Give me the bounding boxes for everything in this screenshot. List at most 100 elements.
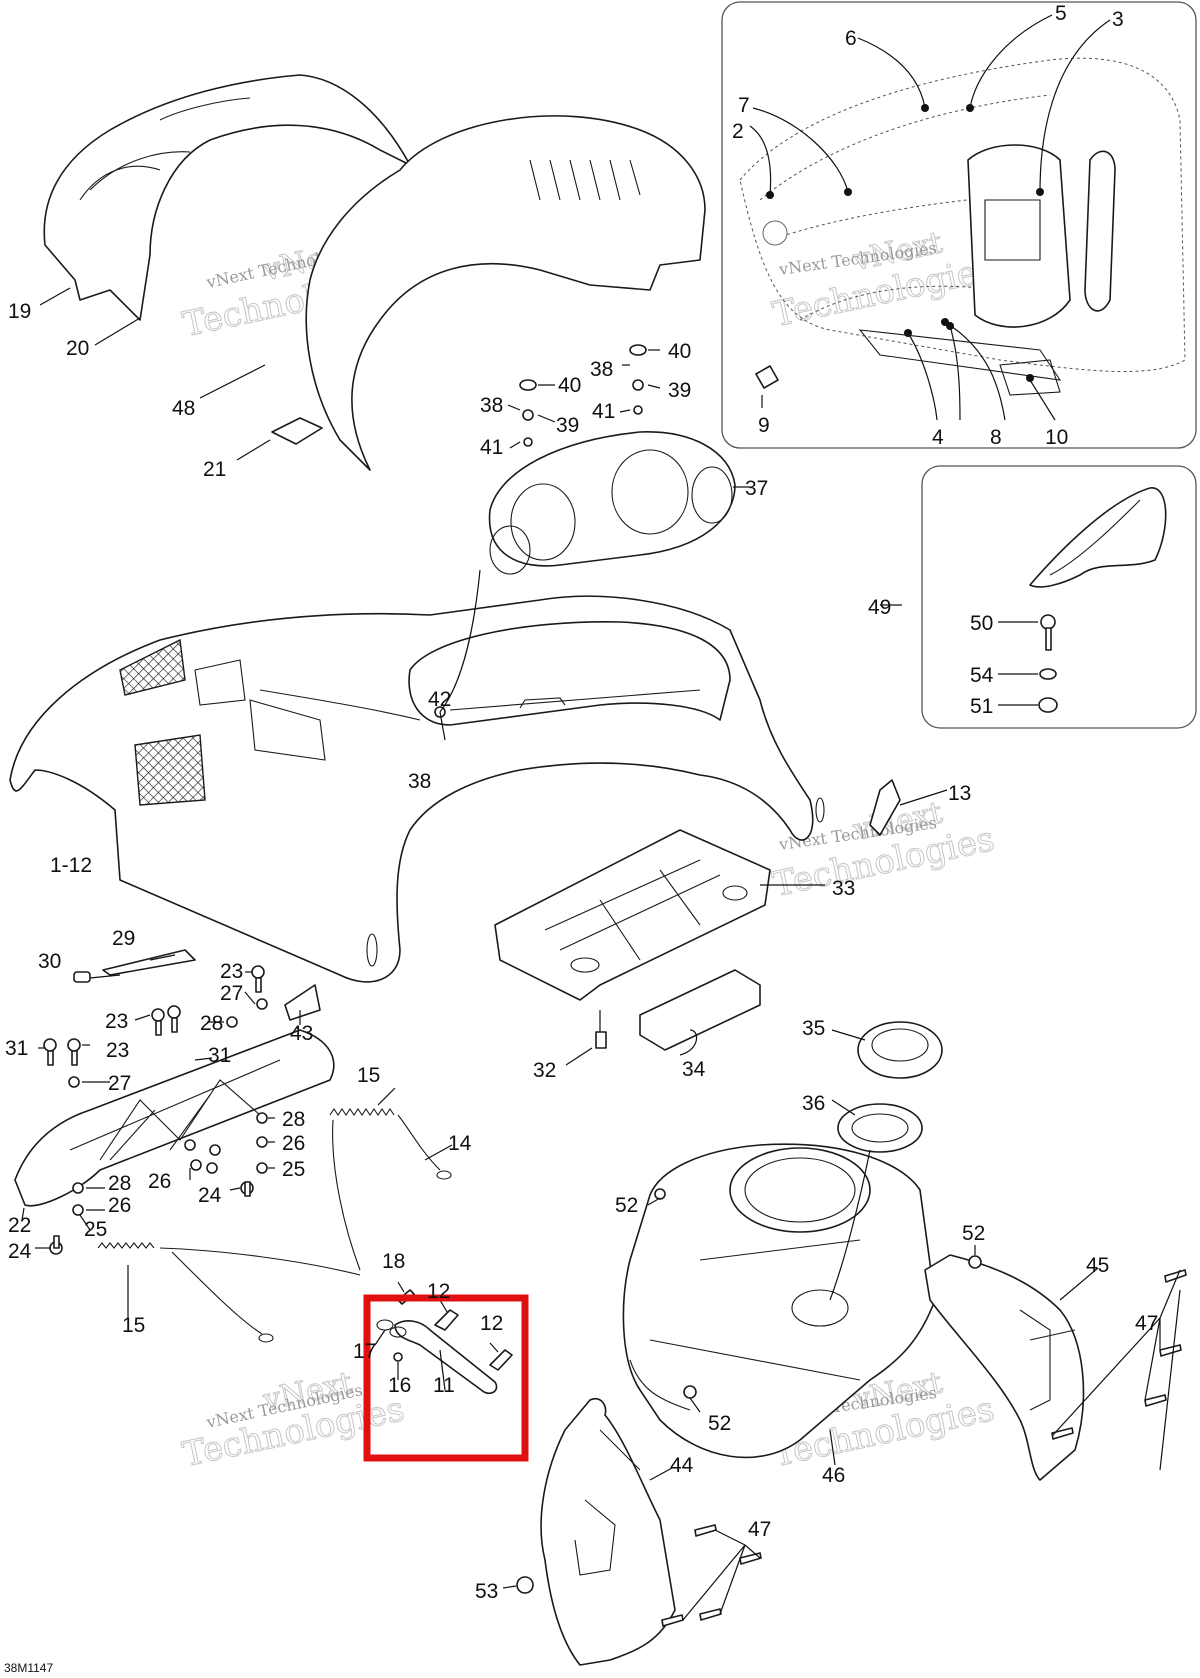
callout-46: 46 [822, 1464, 845, 1487]
callout-38a: 38 [480, 394, 503, 417]
callout-19: 19 [8, 300, 31, 323]
front-body-1-12 [9, 595, 825, 983]
screw-32 [595, 1031, 607, 1049]
callout-4: 4 [932, 426, 944, 449]
storage-tray-33 [494, 829, 771, 1001]
decal-hood-panel [739, 57, 1186, 396]
ring-36 [837, 1103, 923, 1153]
callout-31a: 31 [5, 1037, 28, 1060]
callout-41b: 41 [592, 400, 615, 423]
handle-support-22 [14, 1029, 335, 1207]
callout-40a: 40 [558, 374, 581, 397]
clip-21 [271, 417, 323, 445]
callout-30: 30 [38, 950, 61, 973]
callout-9: 9 [758, 414, 770, 437]
callout-36: 36 [802, 1092, 825, 1115]
callout-47b: 47 [748, 1518, 771, 1541]
callout-54: 54 [970, 664, 994, 687]
callout-16: 16 [388, 1374, 411, 1397]
callout-33: 33 [832, 877, 855, 900]
callout-42: 42 [428, 688, 451, 711]
callout-8: 8 [990, 426, 1002, 449]
spring-cable-15-lower [97, 1242, 361, 1343]
callout-13: 13 [948, 782, 971, 805]
side-panel-48 [305, 115, 706, 471]
callout-3: 3 [1112, 8, 1124, 31]
callout-52c: 52 [708, 1412, 731, 1435]
callout-43: 43 [290, 1022, 313, 1045]
callout-11: 11 [433, 1374, 455, 1397]
pin-30 [73, 971, 91, 983]
callout-26c: 26 [108, 1194, 131, 1217]
callout-14: 14 [448, 1132, 472, 1155]
lever-11 [394, 1320, 498, 1395]
callout-38b: 38 [590, 358, 613, 381]
callout-27b: 27 [108, 1072, 131, 1095]
callout-5: 5 [1055, 2, 1067, 25]
bracket-13 [869, 779, 901, 836]
callout-37: 37 [745, 477, 768, 500]
callout-6: 6 [845, 27, 857, 50]
callout-23b: 23 [105, 1010, 128, 1033]
callout-39b: 39 [668, 379, 691, 402]
callout-15a: 15 [357, 1064, 380, 1087]
cable-29 [102, 949, 196, 976]
callout-29: 29 [112, 927, 135, 950]
console-46 [622, 1143, 936, 1459]
callout-52a: 52 [615, 1194, 638, 1217]
callout-26b: 26 [148, 1170, 171, 1193]
push-pins-47 [661, 1269, 1187, 1627]
callout-52b: 52 [962, 1222, 985, 1245]
cap-35 [857, 1021, 943, 1079]
callout-31b: 31 [208, 1044, 231, 1067]
washer-53 [516, 1576, 534, 1594]
mirror-49 [1029, 487, 1167, 588]
washer-54 [1039, 668, 1057, 680]
callout-27a: 27 [220, 982, 243, 1005]
grommet-51 [1038, 697, 1058, 713]
fastener-group-left [43, 965, 268, 1255]
callout-34: 34 [682, 1058, 706, 1081]
callout-25b: 25 [84, 1218, 107, 1241]
callout-24b: 24 [8, 1240, 32, 1263]
callout-45: 45 [1086, 1254, 1109, 1277]
callout-22: 22 [8, 1214, 31, 1237]
callout-24a: 24 [198, 1184, 222, 1207]
callout-10: 10 [1045, 426, 1068, 449]
callout-50: 50 [970, 612, 993, 635]
callout-32: 32 [533, 1059, 556, 1082]
inset-mirror-option [921, 465, 1197, 729]
callout-17: 17 [353, 1340, 376, 1363]
callout-38c: 38 [408, 770, 431, 793]
callout-28b: 28 [282, 1108, 305, 1131]
side-trim-44 [540, 1397, 676, 1666]
callout-26a: 26 [282, 1132, 305, 1155]
pin-12 [434, 1309, 513, 1371]
callout-53: 53 [475, 1580, 498, 1603]
spring-cable-15-upper [329, 1108, 452, 1271]
callout-35: 35 [802, 1017, 825, 1040]
callout-2: 2 [732, 120, 744, 143]
callout-25a: 25 [282, 1158, 305, 1181]
callout-labels: 1-12 2 3 4 5 6 7 8 9 10 11 12 12 13 14 1… [5, 2, 1158, 1603]
callout-23a: 23 [220, 960, 243, 983]
screw-50 [1040, 614, 1056, 651]
callout-12a: 12 [427, 1280, 450, 1303]
callout-20: 20 [66, 337, 89, 360]
highlight-box [363, 1294, 529, 1462]
callout-47a: 47 [1135, 1312, 1158, 1335]
side-trim-45 [924, 1254, 1085, 1481]
callout-7: 7 [738, 94, 750, 117]
leader-lines [21, 14, 1181, 1621]
callout-40b: 40 [668, 340, 691, 363]
side-panel-19-20 [43, 74, 411, 321]
gauge-bezel-37 [488, 431, 736, 575]
callout-44: 44 [670, 1454, 694, 1477]
callout-23c: 23 [106, 1039, 129, 1062]
callout-41a: 41 [480, 436, 503, 459]
callout-48: 48 [172, 397, 195, 420]
callout-39a: 39 [556, 414, 579, 437]
callout-21: 21 [203, 458, 226, 481]
callout-1-12: 1-12 [50, 854, 92, 877]
